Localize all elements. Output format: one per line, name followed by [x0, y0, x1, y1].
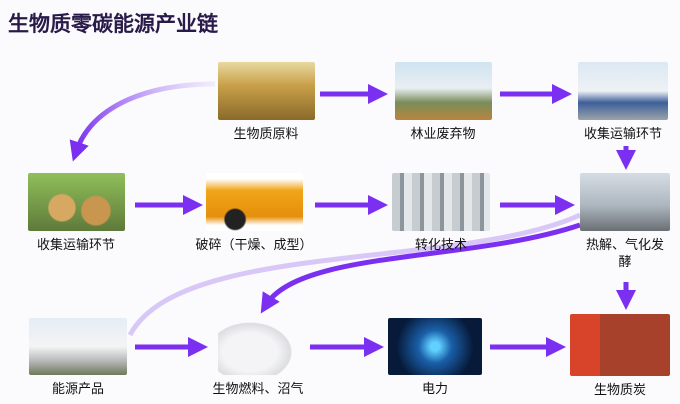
forestry-plant-image: [394, 62, 492, 120]
node-raw-material: 生物质原料: [208, 62, 324, 143]
node-crushing: 破碎（干燥、成型）: [192, 173, 316, 254]
node-forestry-waste: 林业废弃物: [385, 62, 501, 143]
circuit-power-image: [388, 318, 482, 375]
node-label: 转化技术: [414, 238, 467, 253]
node-electricity: 电力: [377, 318, 493, 398]
node-energy-products: 能源产品: [20, 318, 136, 398]
node-biochar: 生物质炭: [564, 314, 676, 399]
node-label: 生物质炭: [593, 383, 646, 398]
node-label: 生物燃料、沼气: [212, 382, 304, 397]
fuel-containers-image: [218, 318, 298, 375]
node-label: 收集运输环节: [583, 127, 662, 142]
arrow-raw-potato-curve: [69, 81, 216, 162]
potatoes-image: [27, 173, 125, 231]
node-pyrolysis: 热解、气化发酵: [570, 173, 680, 271]
node-label: 能源产品: [51, 382, 104, 397]
node-label: 破碎（干燥、成型）: [195, 238, 313, 253]
node-label: 林业废弃物: [410, 127, 476, 142]
refinery-image: [580, 173, 670, 231]
wheat-image: [217, 62, 315, 120]
node-label: 热解、气化发酵: [585, 238, 664, 270]
node-label: 电力: [421, 382, 448, 397]
node-label: 生物质原料: [233, 127, 299, 142]
pipes-equipment-image: [392, 173, 490, 231]
truck-depot-image: [578, 62, 668, 120]
page-title: 生物质零碳能源产业链: [8, 12, 218, 36]
node-conversion-tech: 转化技术: [383, 173, 499, 254]
factory-image: [29, 318, 127, 375]
node-collect-transport-1: 收集运输环节: [565, 62, 680, 143]
faint-curve-energy: [127, 212, 582, 337]
harvester-image: [205, 173, 303, 231]
cargo-truck-image: [570, 314, 670, 376]
node-label: 收集运输环节: [36, 238, 115, 253]
arrow-pyro-fuel-curve: [260, 222, 581, 314]
node-collect-transport-2: 收集运输环节: [18, 173, 134, 254]
node-biofuel: 生物燃料、沼气: [198, 318, 318, 398]
